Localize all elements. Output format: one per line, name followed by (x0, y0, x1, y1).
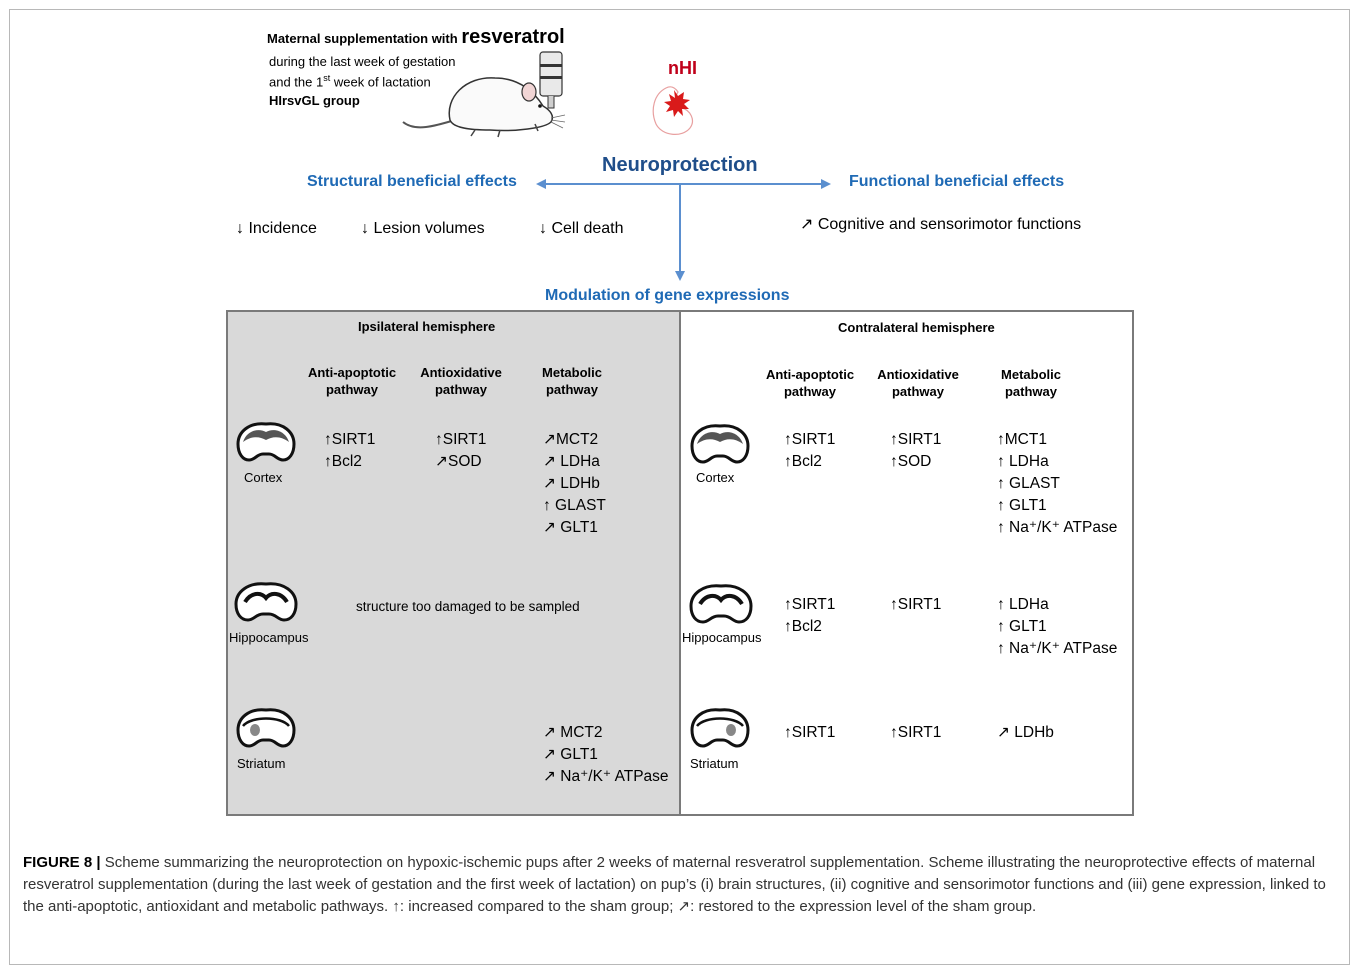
figure-caption-text: Scheme summarizing the neuroprotection o… (23, 854, 1326, 915)
contra-hippocampus-label: Hippocampus (682, 630, 762, 645)
functional-effects-label: Functional beneficial effects (849, 173, 1065, 190)
cell-death-effect: ↓ Cell death (539, 220, 624, 237)
contra-striatum-metabolic: ↗ LDHb (997, 724, 1054, 741)
contralateral-panel (679, 310, 1134, 816)
group-label: HIrsvGL group (269, 93, 360, 108)
contra-striatum-label: Striatum (690, 756, 739, 771)
ipsilateral-title: Ipsilateral hemisphere (358, 319, 496, 334)
contra-cortex-label: Cortex (696, 470, 735, 485)
neuroprotection-title: Neuroprotection (602, 154, 758, 176)
nhi-label: nHI (668, 58, 697, 78)
supplementation-title: Maternal supplementation with resveratro… (267, 26, 565, 48)
ipsi-cortex-metabolic: ↗MCT2↗ LDHa↗ LDHb↑ GLAST↗ GLT1 (543, 431, 606, 536)
effects-arrows (536, 179, 831, 281)
contra-cortex-antioxidative: ↑SIRT1↑SOD (890, 431, 942, 470)
rat-with-bottle-icon (402, 51, 566, 138)
contra-striatum-antioxidative: ↑SIRT1 (890, 724, 942, 741)
contra-hippocampus-anti-apoptotic: ↑SIRT1↑Bcl2 (784, 596, 836, 635)
supplementation-line2: during the last week of gestation (269, 54, 456, 69)
structural-effects-label: Structural beneficial effects (307, 173, 517, 190)
ipsi-striatum-metabolic: ↗ MCT2↗ GLT1↗ Na⁺/K⁺ ATPase (543, 724, 669, 785)
ipsi-cortex-brain-icon (236, 422, 296, 462)
contra-hippocampus-antioxidative: ↑SIRT1 (890, 596, 942, 613)
cognitive-effect: ↗ Cognitive and sensorimotor functions (800, 216, 1082, 233)
ipsi-cortex-anti-apoptotic: ↑SIRT1↑Bcl2 (324, 431, 376, 470)
modulation-label: Modulation of gene expressions (545, 287, 790, 304)
ipsi-hippocampus-label: Hippocampus (229, 630, 309, 645)
contra-cortex-brain-icon (690, 424, 750, 464)
ipsi-hippocampus-note: structure too damaged to be sampled (356, 599, 580, 614)
contra-cortex-anti-apoptotic: ↑SIRT1↑Bcl2 (784, 431, 836, 470)
lesion-volumes-effect: ↓ Lesion volumes (361, 220, 485, 237)
figure-caption-label: FIGURE 8 | (23, 854, 101, 871)
pup-brain-injury-icon (652, 86, 694, 135)
ipsi-cortex-antioxidative: ↑SIRT1↗SOD (435, 431, 487, 470)
ipsilateral-panel (226, 310, 681, 816)
ipsi-cortex-label: Cortex (244, 470, 283, 485)
contra-hippocampus-brain-icon (689, 584, 753, 624)
contralateral-title: Contralateral hemisphere (838, 320, 995, 335)
contra-cortex-metabolic: ↑MCT1↑ LDHa↑ GLAST↑ GLT1↑ Na⁺/K⁺ ATPase (997, 431, 1118, 536)
incidence-effect: ↓ Incidence (236, 220, 317, 237)
ipsi-hippocampus-brain-icon (234, 582, 298, 622)
contra-striatum-brain-icon (690, 708, 750, 748)
ipsi-striatum-brain-icon (236, 708, 296, 748)
ipsi-striatum-label: Striatum (237, 756, 286, 771)
contra-striatum-anti-apoptotic: ↑SIRT1 (784, 724, 836, 741)
supplementation-line3: and the 1st week of lactation (269, 73, 431, 90)
figure-caption: FIGURE 8 | Scheme summarizing the neurop… (23, 852, 1338, 918)
contra-hippocampus-metabolic: ↑ LDHa↑ GLT1↑ Na⁺/K⁺ ATPase (997, 596, 1118, 657)
